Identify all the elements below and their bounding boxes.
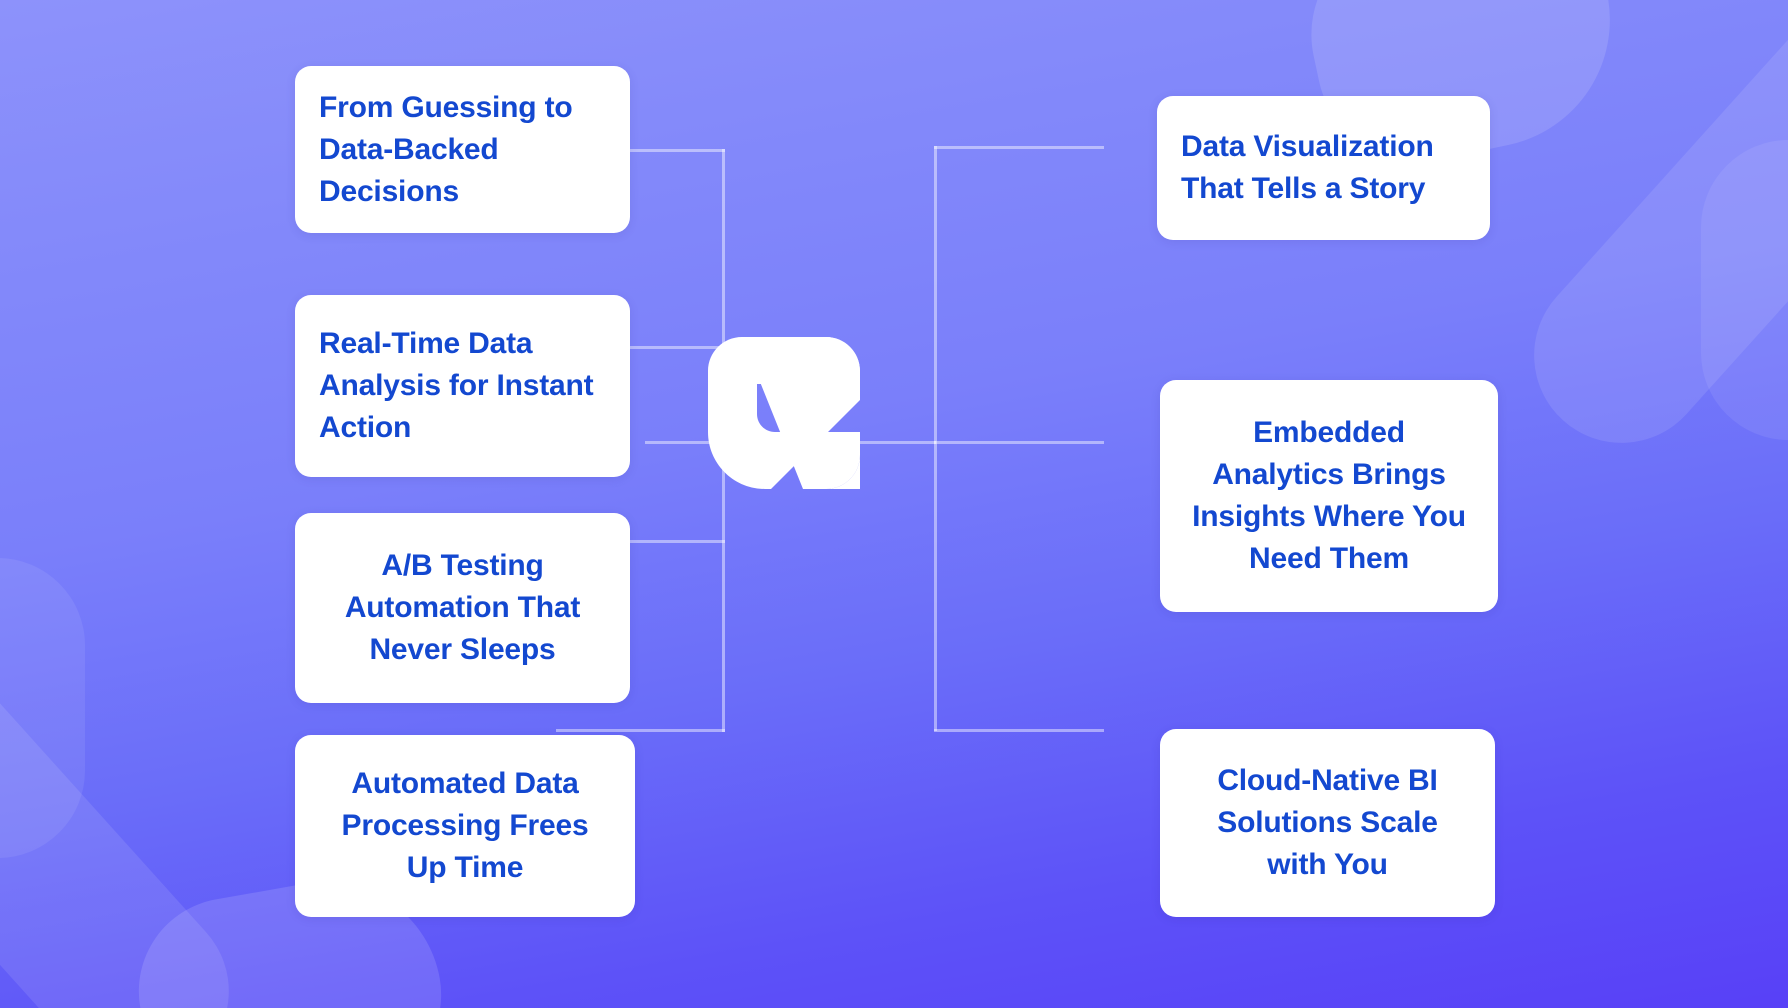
decorative-blob-top-right-2 xyxy=(1498,0,1788,479)
decorative-blob-bottom-left-1 xyxy=(0,581,265,1008)
mindmap-card-right-2[interactable]: Embedded Analytics Brings Insights Where… xyxy=(1160,380,1498,612)
card-title: Automated Data Processing Frees Up Time xyxy=(341,767,589,884)
mindmap-card-left-3[interactable]: A/B Testing Automation That Never Sleeps xyxy=(295,513,630,703)
mindmap-card-left-2[interactable]: Real-Time Data Analysis for Instant Acti… xyxy=(295,295,630,477)
card-title: From Guessing to Data-Backed Decisions xyxy=(319,90,573,208)
decorative-blob-bottom-left-2 xyxy=(0,558,85,858)
connector-branch-right-3 xyxy=(934,729,1104,732)
card-title: Cloud-Native BI Solutions Scale with You xyxy=(1217,764,1438,881)
connector-trunk-right xyxy=(860,441,936,444)
card-title: Real-Time Data Analysis for Instant Acti… xyxy=(319,327,594,444)
connector-trunk-left xyxy=(645,441,715,444)
mindmap-card-left-4[interactable]: Automated Data Processing Frees Up Time xyxy=(295,735,635,917)
mindmap-card-left-1[interactable]: From Guessing to Data-Backed Decisions xyxy=(295,66,630,233)
card-title: Data Visualization That Tells a Story xyxy=(1181,130,1434,205)
decorative-blob-top-right-3 xyxy=(1701,140,1788,440)
connector-branch-right-1 xyxy=(934,146,1104,149)
connector-branch-left-4 xyxy=(556,729,725,732)
brand-logo-icon xyxy=(708,337,860,489)
mindmap-card-right-3[interactable]: Cloud-Native BI Solutions Scale with You xyxy=(1160,729,1495,917)
card-title: A/B Testing Automation That Never Sleeps xyxy=(344,549,581,666)
card-title: Embedded Analytics Brings Insights Where… xyxy=(1192,416,1466,575)
connector-branch-right-2 xyxy=(934,441,1104,444)
mindmap-card-right-1[interactable]: Data Visualization That Tells a Story xyxy=(1157,96,1490,240)
connector-spine-right xyxy=(934,146,937,731)
